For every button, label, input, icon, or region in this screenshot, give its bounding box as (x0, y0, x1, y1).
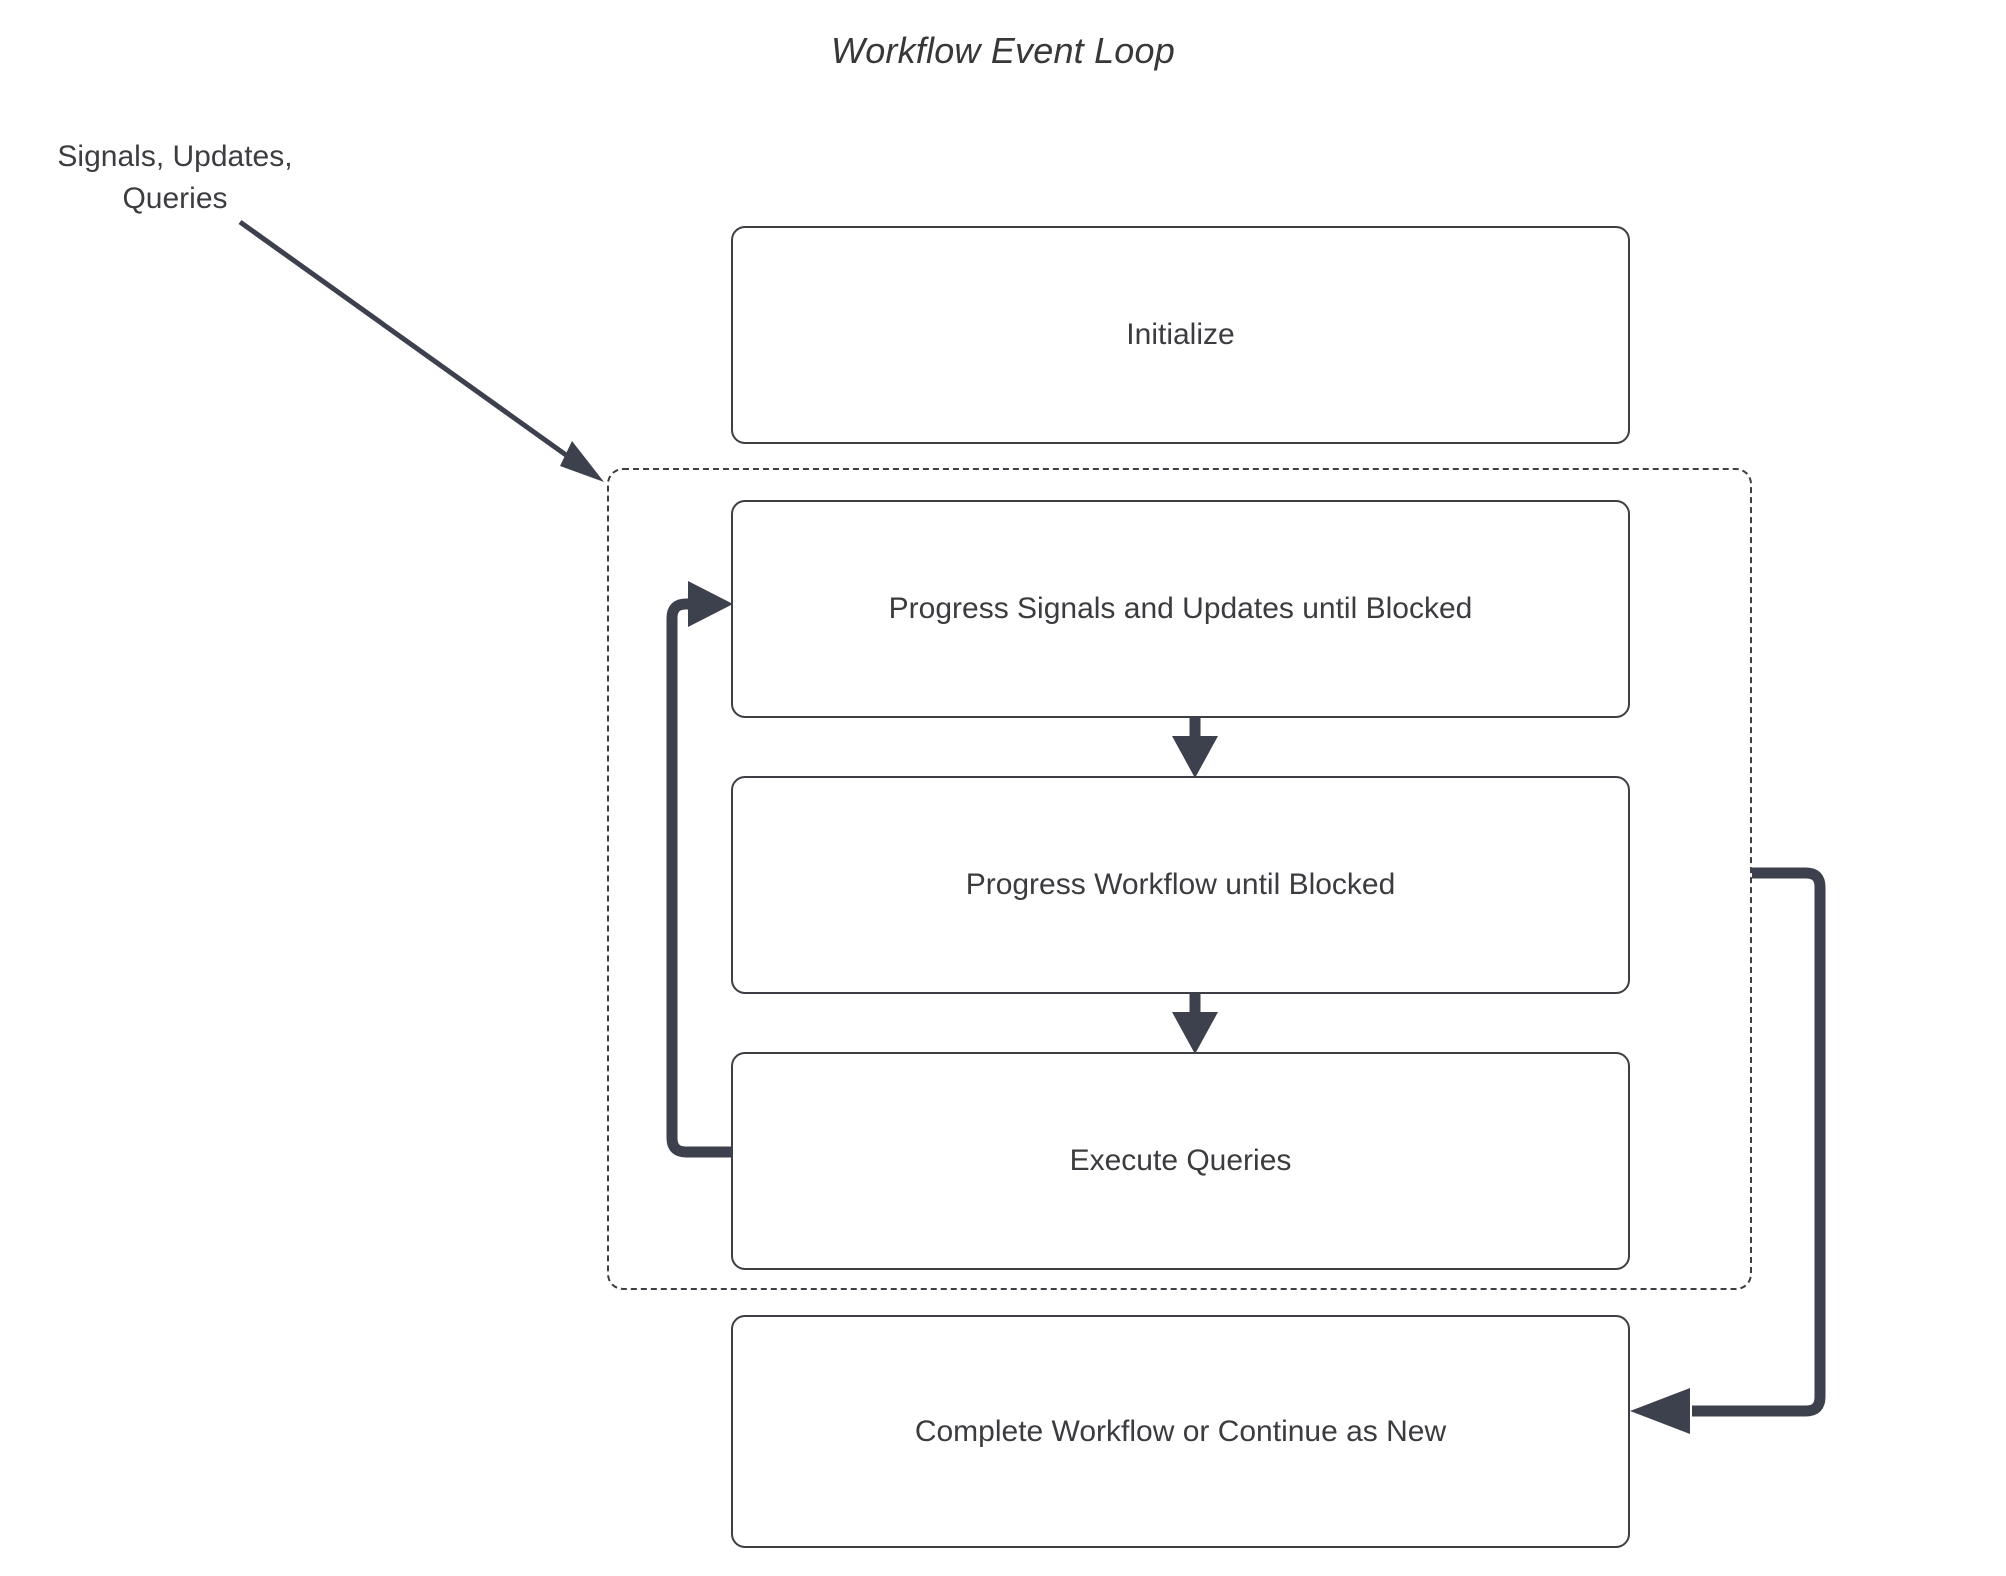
node-progress-signals[interactable]: Progress Signals and Updates until Block… (731, 500, 1630, 718)
node-complete-workflow-label: Complete Workflow or Continue as New (914, 1414, 1447, 1448)
node-execute-queries[interactable]: Execute Queries (731, 1052, 1630, 1270)
page-title: Workflow Event Loop (831, 30, 1175, 71)
node-progress-workflow[interactable]: Progress Workflow until Blocked (731, 776, 1630, 994)
edge-loop-to-complete-workflow-icon (1630, 867, 1826, 1434)
edge-progress-signals-to-progress-workflow-icon (1172, 718, 1218, 778)
edge-progress-workflow-to-execute-queries-icon (1172, 994, 1218, 1054)
node-progress-workflow-label: Progress Workflow until Blocked (965, 868, 1396, 902)
node-initialize[interactable]: Initialize (731, 226, 1630, 444)
node-execute-queries-label: Execute Queries (1069, 1144, 1292, 1178)
external-input-label: Signals, Updates, Queries (57, 140, 293, 215)
edge-signals-to-loop-icon (238, 219, 604, 482)
node-progress-signals-label: Progress Signals and Updates until Block… (888, 592, 1473, 626)
node-initialize-label: Initialize (1126, 318, 1235, 352)
node-complete-workflow[interactable]: Complete Workflow or Continue as New (731, 1315, 1630, 1548)
edge-execute-queries-loop-back-icon (666, 581, 733, 1158)
